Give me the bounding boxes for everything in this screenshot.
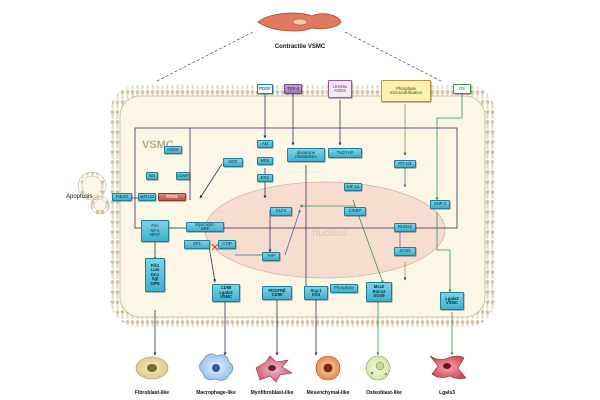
- node-enos: eNOS: [164, 146, 182, 154]
- cell-type-label-mesenchymal: Mesenchymal-like: [306, 390, 350, 396]
- fibroblast-like-cell: [135, 356, 169, 380]
- cell-type-label-osteoblast: Osteoblast-like: [366, 390, 402, 396]
- node-piezo: PIEZO: [112, 193, 132, 201]
- node-runx: RUNX2: [394, 223, 416, 232]
- osteoblast-like-cell: [365, 355, 391, 381]
- stimulus-phosphate: Phosphate microcalcification: [381, 80, 431, 102]
- node-no: NO: [146, 172, 158, 180]
- node-cd68: CD68 Lgals3 VSMC: [212, 284, 240, 302]
- lgals3-cell: [429, 355, 467, 379]
- node-cebp: C/EBP: [344, 207, 366, 216]
- title: Contractile VSMC: [275, 44, 326, 50]
- node-myocd: Myocardin SRF: [186, 222, 224, 232]
- node-phosphate: Phosphate: [330, 284, 358, 293]
- cell-type-icons: [135, 353, 467, 383]
- stimulus-tgfb: TGF-β: [284, 84, 302, 94]
- apoptosis-label: Apoptosis: [66, 194, 93, 200]
- myofibroblast-like-cell: [255, 355, 293, 383]
- node-pit1: PiT-1/2: [394, 160, 416, 168]
- nucleus-label: nucleus: [313, 228, 347, 239]
- inhibition-marks: [211, 243, 219, 251]
- node-pde5: PDE5: [158, 193, 186, 201]
- node-sp1: SP1: [184, 240, 210, 249]
- cell-type-label-lgals3: Lgals3: [439, 390, 455, 396]
- macrophage-like-cell: [199, 353, 234, 381]
- node-ctip: CTIP: [218, 240, 236, 249]
- node-cgmp: cGMP: [176, 172, 190, 180]
- stimulus-pdgf: PDGF: [257, 84, 273, 94]
- apoptosis-bleb: [77, 171, 110, 215]
- node-nox: NOX: [223, 158, 243, 167]
- node-pim: Pim NF-κ NFAT: [141, 220, 169, 242]
- node-glutamine: glutamine metabolism: [287, 148, 325, 162]
- cell-type-label-fibroblast: Fibroblast-like: [134, 390, 170, 396]
- stimulus-uremia: Uremia AGES: [328, 80, 352, 98]
- node-sca1: Sca-1 Klf4: [304, 286, 328, 300]
- node-hif: HIF-1α: [344, 183, 362, 191]
- pathway-frames: [134, 127, 458, 229]
- contractile-vsmc-cell: [257, 12, 342, 32]
- node-mir143: miR143: [138, 193, 156, 201]
- cell-type-label-myofibroblast: Myofibroblast-like: [250, 390, 294, 396]
- node-erk: ERK: [257, 174, 273, 182]
- node-yap: YAP: [262, 252, 280, 261]
- node-lgals3: Lgals3 VSMC: [440, 292, 464, 310]
- node-taz: TAZ/YAP: [328, 148, 362, 158]
- node-akt: Akt: [257, 140, 273, 148]
- cell-type-label-macrophage: Macrophage-like: [196, 390, 236, 396]
- node-sox9: SOX9: [394, 247, 416, 256]
- node-fib-markers: Fib1 Lum Dcn Sgl OPN: [145, 258, 165, 292]
- stimulus-os: OS: [453, 84, 471, 94]
- dashed-guides: [154, 31, 444, 83]
- node-shp2: SHP-2: [430, 200, 450, 209]
- node-pdgfrb: PDGFRβ CD90: [262, 286, 292, 300]
- node-klf4: KLF4: [270, 207, 292, 216]
- mesenchymal-like-cell: [315, 355, 341, 381]
- node-mek: MEK: [257, 157, 273, 165]
- node-msx2: Msx2 Runx2 SOX9: [366, 282, 392, 302]
